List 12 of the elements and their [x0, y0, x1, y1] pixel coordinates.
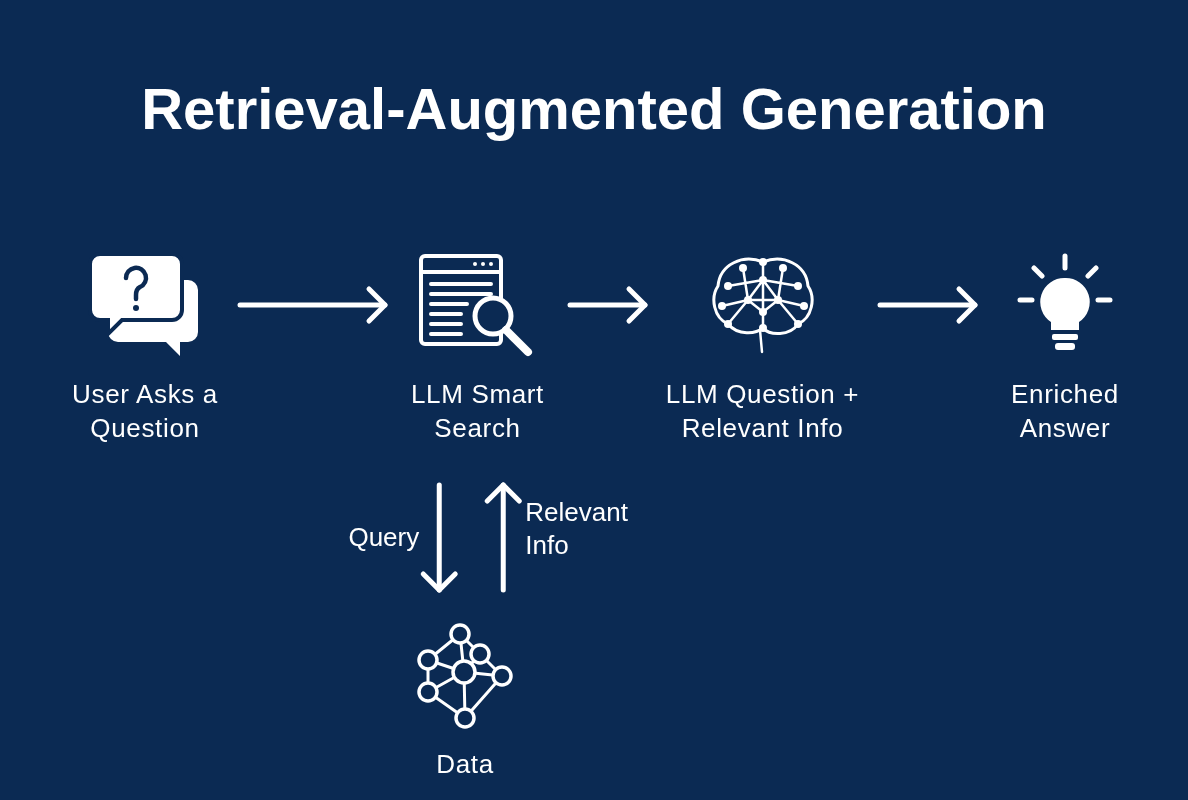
arrow [420, 482, 458, 593]
node-label: LLM Smart Search [410, 378, 545, 445]
arrow [567, 286, 648, 324]
edge-label: Relevant Info [525, 495, 629, 563]
node-label: LLM Question + Relevant Info [664, 378, 861, 445]
node-label: User Asks a Question [71, 378, 219, 445]
arrow [237, 286, 388, 324]
arrow [877, 286, 978, 324]
node-label: Data [436, 748, 494, 781]
edge-label: Query [347, 520, 420, 554]
arrow [484, 482, 522, 593]
node-label: Enriched Answer [1010, 378, 1120, 445]
